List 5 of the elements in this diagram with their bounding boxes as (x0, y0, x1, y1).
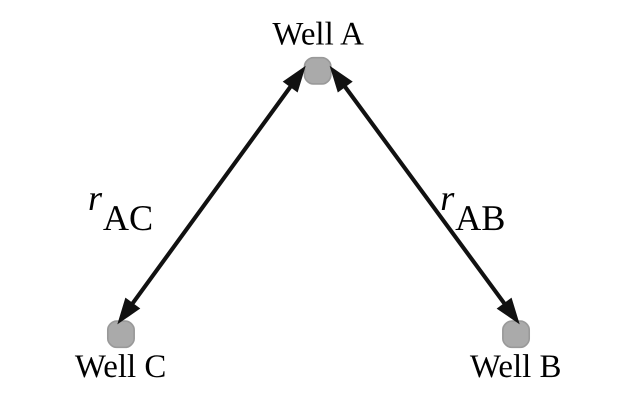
node-label: Well B (469, 348, 561, 385)
node-label: Well C (74, 348, 166, 385)
arrow (329, 66, 520, 324)
node-label: Well A (272, 16, 364, 52)
arrow (116, 66, 306, 324)
